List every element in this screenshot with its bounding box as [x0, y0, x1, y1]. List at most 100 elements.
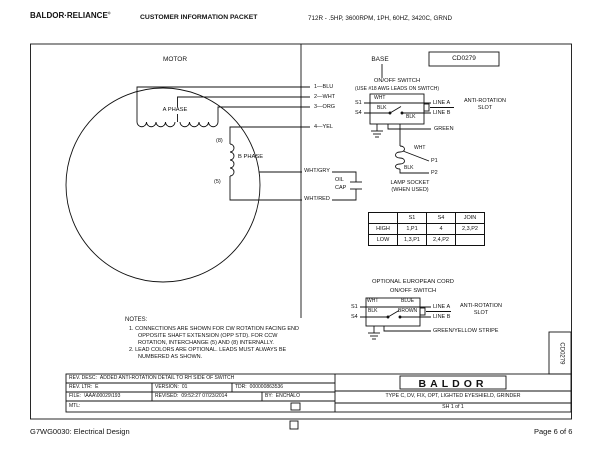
euro-blue-label: BLUE — [401, 298, 415, 304]
euro-line-a-label: LINE A — [433, 304, 451, 310]
table-cell: S4 — [426, 212, 456, 224]
switch-blk-label-1: BLK — [377, 105, 387, 111]
mtl-field: MTL: — [69, 403, 81, 409]
connection-table: S1 S4 JOIN HIGH 1,P1 4 2,3,P2 LOW 1,3,P1… — [368, 212, 485, 246]
product-spec: 712R - .5HP, 3600RPM, 1PH, 60HZ, 3420C, … — [308, 14, 453, 22]
note-line: ROTATION, INTERCHANGE (5) AND (8) INTERN… — [138, 340, 274, 346]
version-value: 01 — [181, 384, 188, 390]
table-cell: HIGH — [368, 223, 398, 235]
anti-rotation-label-2: SLOT — [477, 105, 493, 111]
version-label: VERSION: — [155, 384, 179, 390]
rev-desc-value: ADDED ANTI-ROTATION DETAIL TO RH SIDE OF… — [99, 375, 235, 381]
lamp-wht-label: WHT — [414, 145, 426, 151]
table-cell: 1,P1 — [397, 223, 427, 235]
euro-blk-label: BLK — [368, 308, 378, 314]
footer-checkbox-icon — [289, 420, 299, 430]
type-description: TYPE C, DV, FIX, OPT, LIGHTED EYESHIELD,… — [385, 393, 521, 399]
euro-subtitle: ON/OFF SWITCH — [389, 288, 437, 294]
rev-desc-label: REV. DESC: — [69, 375, 97, 381]
tap-5-label: (5) — [214, 179, 221, 185]
footer-document-id: G7WG0030: Electrical Design — [30, 427, 130, 436]
footer-page-number: Page 6 of 6 — [534, 427, 573, 436]
line-b-label: LINE B — [433, 110, 451, 116]
table-row: HIGH 1,P1 4 2,3,P2 — [368, 223, 485, 235]
drawing-number: CD0279 — [452, 55, 476, 62]
note-line: 2. LEAD COLORS ARE OPTIONAL. LEADS MUST … — [129, 347, 287, 353]
file-label: FILE: — [69, 393, 81, 399]
anti-rotation-notch — [423, 103, 430, 112]
note-line: NUMBERED AS SHOWN. — [138, 354, 203, 360]
revised-field: REVISED:09:52:27 07/23/2014 — [155, 393, 228, 400]
phase-a-coil-2 — [179, 121, 219, 128]
lamp-p1-label: P1 — [431, 158, 438, 164]
euro-contact-1 — [386, 315, 390, 319]
green-label: GREEN — [434, 126, 454, 132]
wht-red-label: WHT/RED — [304, 196, 330, 202]
euro-contact-2 — [398, 315, 402, 319]
drawing-number-vertical: CD0279 — [558, 342, 565, 365]
base-section-label: BASE — [371, 56, 389, 63]
rev-ltr-field: REV. LTR:E — [69, 384, 99, 391]
euro-green-yellow-wire — [383, 326, 431, 332]
rev-desc-field: REV. DESC:ADDED ANTI-ROTATION DETAIL TO … — [69, 375, 235, 382]
table-cell — [455, 234, 485, 246]
lamp-socket-label-1: LAMP SOCKET — [390, 180, 430, 186]
table-cell — [368, 212, 398, 224]
mtl-checkbox — [290, 402, 301, 411]
table-cell: S1 — [397, 212, 427, 224]
registered-mark: ® — [107, 10, 111, 16]
lead-1-label: 1—BLU — [314, 84, 334, 90]
tap-8-label: (8) — [216, 138, 223, 144]
sheet-number: SH 1 of 1 — [442, 404, 464, 410]
tdr-field: TDR:000000863536 — [235, 384, 283, 391]
note-line: OPPOSITE SHAFT EXTENSION (OPP STD). FOR … — [138, 333, 278, 339]
motor-section-label: MOTOR — [162, 56, 188, 63]
euro-s1-label: S1 — [351, 304, 358, 310]
wht-gry-label: WHT/GRY — [304, 168, 330, 174]
anti-rotation-label-1: ANTI-ROTATION — [464, 98, 506, 104]
lead-4-label: 4—YEL — [314, 124, 333, 130]
lamp-blk-label: BLK — [404, 165, 414, 171]
lead-2-label: 2—WHT — [314, 94, 336, 100]
euro-line-b-label: LINE B — [433, 314, 451, 320]
euro-brown-label: BROWN — [398, 308, 418, 314]
switch-s1-label: S1 — [355, 100, 362, 106]
table-cell: JOIN — [455, 212, 485, 224]
revised-label: REVISED: — [155, 393, 179, 399]
lead-3-wire — [217, 106, 310, 122]
packet-title: CUSTOMER INFORMATION PACKET — [140, 14, 258, 21]
revised-value: 09:52:27 07/23/2014 — [181, 393, 228, 399]
table-row: LOW 1,3,P1 2,4,P2 — [368, 234, 485, 246]
switch-wht-label: WHT — [374, 95, 386, 101]
version-field: VERSION:01 — [155, 384, 188, 391]
switch-blk-label-2: BLK — [406, 114, 416, 120]
euro-s4-label: S4 — [351, 314, 358, 320]
switch-contact-2 — [400, 111, 404, 115]
euro-wht-label: WHT — [367, 298, 379, 304]
phase-b-label: B PHASE — [238, 154, 264, 160]
lamp-p2-label: P2 — [431, 170, 438, 176]
phase-a-coil-1 — [136, 121, 176, 128]
phase-b-coil — [229, 143, 235, 177]
table-cell: 4 — [426, 223, 456, 235]
motor-circle — [65, 87, 261, 283]
baldor-logo: BALDOR — [418, 377, 488, 390]
line-a-label: LINE A — [433, 100, 451, 106]
notes-title: NOTES: — [125, 317, 148, 323]
rev-ltr-value: E — [95, 384, 99, 390]
euro-title: OPTIONAL EUROPEAN CORD — [372, 279, 454, 285]
by-field: BY:ENCHALO — [265, 393, 300, 400]
note-line: 1. CONNECTIONS ARE SHOWN FOR CW ROTATION… — [129, 326, 299, 332]
lamp-socket-label-2: (WHEN USED) — [391, 187, 429, 193]
table-cell: 2,3,P2 — [455, 223, 485, 235]
lamp-p1-wire — [402, 150, 430, 162]
table-header-row: S1 S4 JOIN — [368, 212, 485, 224]
file-value: \AAA\00029\193 — [83, 393, 121, 399]
euro-green-yellow-label: GREEN/YELLOW STRIPE — [433, 328, 499, 334]
switch-lever — [389, 106, 402, 114]
euro-anti-rotation-notch — [419, 307, 426, 316]
euro-anti-rotation-label-1: ANTI-ROTATION — [460, 303, 502, 309]
euro-anti-rotation-label-2: SLOT — [473, 310, 489, 316]
lead-1-wire — [136, 86, 310, 122]
switch-note: (USE #18 AWG LEADS ON SWITCH) — [355, 85, 439, 92]
